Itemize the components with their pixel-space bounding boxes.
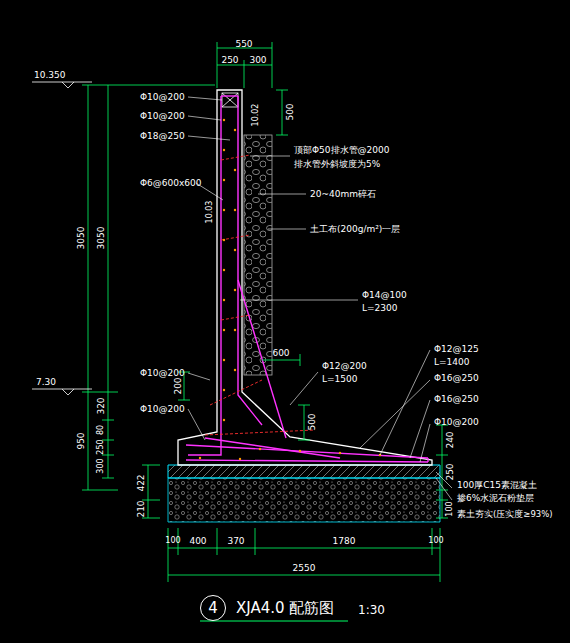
drawing-label: 500 — [286, 103, 295, 120]
drawing-label: L=2300 — [362, 304, 397, 313]
drawing-label: 素土夯实(压实度≥93%) — [457, 510, 553, 519]
drawing-label: 100 — [165, 537, 180, 545]
drawing-label: 320 — [97, 397, 106, 414]
drawing-label: 600 — [272, 349, 289, 358]
drawing-label: Φ6@600x600 — [140, 179, 202, 188]
drawing-label: 250 — [221, 56, 238, 65]
drawing-label: Φ10@200 — [140, 93, 185, 102]
drawing-label: Φ12@125 — [434, 345, 479, 354]
drawing-label: 422 — [137, 474, 146, 491]
drawing-label: 200 — [174, 377, 183, 394]
drawing-label: 950 — [77, 432, 86, 449]
drawing-label: L=1500 — [322, 375, 357, 384]
drawing-label: 550 — [235, 40, 252, 49]
drawing-label: 排水管外斜坡度为5% — [294, 160, 380, 169]
drawing-label: 10.03 — [206, 201, 214, 224]
detail-number: 4 — [208, 601, 218, 616]
drawing-label: 土工布(200g/m²)一层 — [310, 225, 400, 234]
drawing-label: 240 — [446, 431, 455, 448]
drawing-label: L=1400 — [434, 358, 469, 367]
drawing-label: 210 — [137, 500, 146, 517]
drawing-label: 250 — [97, 439, 105, 454]
drawing-label: 370 — [227, 537, 244, 546]
drawing-label: 300 — [97, 458, 105, 473]
drawing-label: Φ14@100 — [362, 291, 407, 300]
drawing-label: 300 — [249, 56, 266, 65]
drawing-label: 80 — [97, 425, 105, 435]
drawing-label: 10.350 — [34, 71, 66, 80]
detail-circle: 4 — [200, 595, 226, 621]
drawing-label: Φ18@250 — [140, 132, 185, 141]
drawing-label: Φ16@250 — [434, 374, 479, 383]
drawing-label: 3050 — [77, 227, 86, 250]
drawing-label: 2550 — [293, 564, 316, 573]
drawing-label: Φ12@200 — [322, 362, 367, 371]
drawing-label: 400 — [189, 537, 206, 546]
drawing-label: 100 — [428, 537, 443, 545]
drawing-label: Φ10@200 — [140, 369, 185, 378]
drawing-label: 3050 — [97, 227, 106, 250]
drawing-label: 顶部Φ50排水管@2000 — [294, 146, 389, 155]
drawing-label: 7.30 — [36, 378, 56, 387]
drawing-label: 500 — [308, 413, 317, 430]
drawing-label: Φ10@200 — [140, 405, 185, 414]
drawing-label: 100厚C15素混凝土 — [457, 481, 537, 490]
drawing-title: XJA4.0 配筋图 — [236, 601, 334, 616]
drawing-label: 10.02 — [252, 104, 260, 127]
drawing-label: Φ10@200 — [434, 418, 479, 427]
drawing-label: 掺6%水泥石粉垫层 — [457, 494, 534, 503]
drawing-label: Φ16@250 — [434, 395, 479, 404]
drawing-label: 100 — [446, 501, 454, 516]
drawing-label: Φ10@200 — [140, 112, 185, 121]
drawing-label: 250 — [446, 463, 455, 480]
drawing-label: 1780 — [333, 537, 356, 546]
drawing-label: 1:30 — [358, 604, 385, 616]
drawing-label: 20~40mm碎石 — [310, 190, 376, 199]
